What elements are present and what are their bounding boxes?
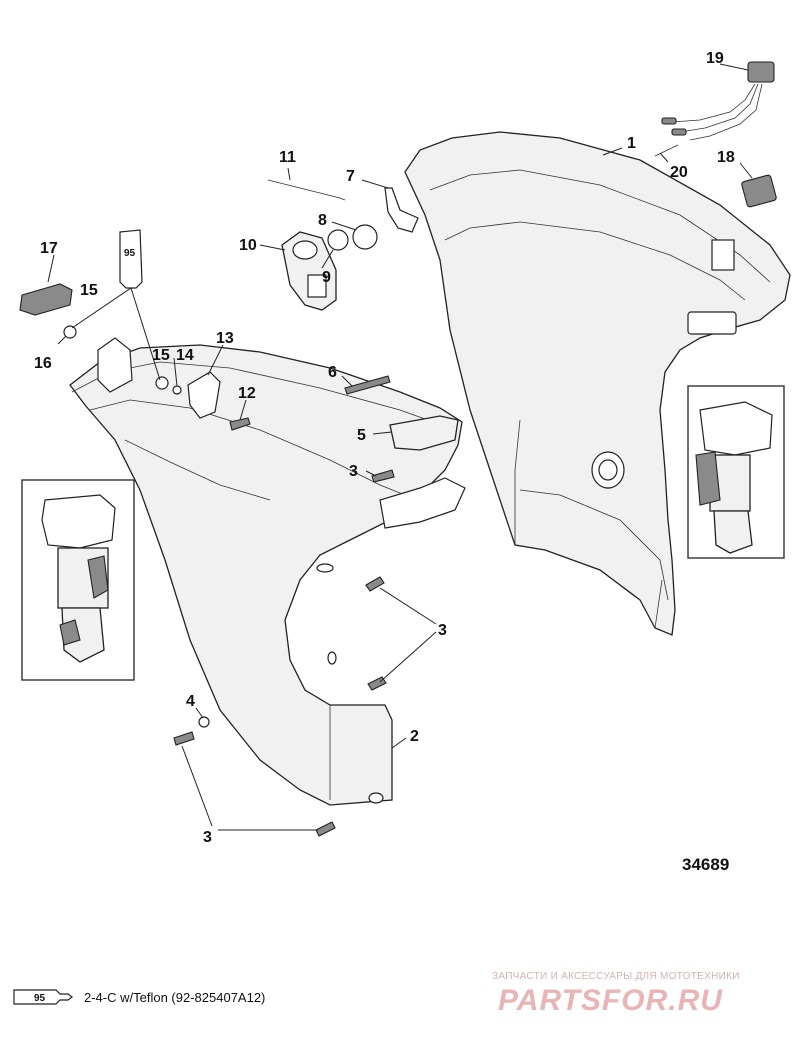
callout-17: 17 <box>40 240 58 257</box>
callout-16: 16 <box>34 355 52 372</box>
legend-tube-icon: 95 <box>13 989 73 1005</box>
latch-part-17 <box>19 283 73 316</box>
grease-tube-icon: 95 <box>71 229 161 381</box>
grommet-part-9 <box>327 229 349 251</box>
housing-part-10 <box>281 231 337 311</box>
callout-3-a: 3 <box>349 463 358 480</box>
callout-18: 18 <box>717 149 735 166</box>
washer-part-4 <box>198 716 210 728</box>
screw-part-12 <box>229 417 251 431</box>
callout-2: 2 <box>410 728 419 745</box>
callout-15-b: 15 <box>152 347 170 364</box>
cable-tie-part-11 <box>267 179 346 201</box>
callout-3-c: 3 <box>203 829 212 846</box>
callout-13: 13 <box>216 330 234 347</box>
inset-motor-rear <box>687 385 785 559</box>
watermark-brand: PARTSFOR.RU <box>498 984 723 1017</box>
callout-8: 8 <box>318 212 327 229</box>
wire-part-20 <box>654 144 679 157</box>
callout-12: 12 <box>238 385 256 402</box>
callout-1: 1 <box>627 135 636 152</box>
callout-7: 7 <box>346 168 355 185</box>
washer-part-15a <box>155 376 169 390</box>
callout-15-a: 15 <box>80 282 98 299</box>
callout-11: 11 <box>279 149 296 166</box>
callout-4: 4 <box>186 693 195 710</box>
leader-lines <box>47 63 753 831</box>
figure-number: 34689 <box>682 855 729 874</box>
top-cowl-part-1 <box>404 131 791 636</box>
inset-motor-front <box>21 479 135 681</box>
pad-part-5 <box>389 415 459 451</box>
screw-part-6 <box>344 375 391 395</box>
callout-10: 10 <box>239 237 257 254</box>
bracket-part-7 <box>384 187 419 233</box>
legend-tube-label: 95 <box>34 993 46 1004</box>
callout-14: 14 <box>176 347 194 364</box>
nut-part-16 <box>63 325 77 339</box>
callout-9: 9 <box>322 269 331 286</box>
washer-part-14 <box>172 385 182 395</box>
plug-part-8 <box>352 224 378 250</box>
callout-20: 20 <box>670 164 688 181</box>
watermark-tagline: ЗАПЧАСТИ И АКСЕССУАРЫ ДЛЯ МОТОТЕХНИКИ <box>492 971 740 982</box>
switch-harness-part-19 <box>661 61 775 141</box>
callout-3-b: 3 <box>438 622 447 639</box>
callout-5: 5 <box>357 427 366 444</box>
legend-text: 2-4-C w/Teflon (92-825407A12) <box>84 990 265 1005</box>
callout-6: 6 <box>328 364 337 381</box>
button-part-18 <box>741 174 777 208</box>
callout-19: 19 <box>706 50 724 67</box>
svg-text:95: 95 <box>124 248 136 259</box>
bottom-cowl-part-2 <box>69 337 466 806</box>
